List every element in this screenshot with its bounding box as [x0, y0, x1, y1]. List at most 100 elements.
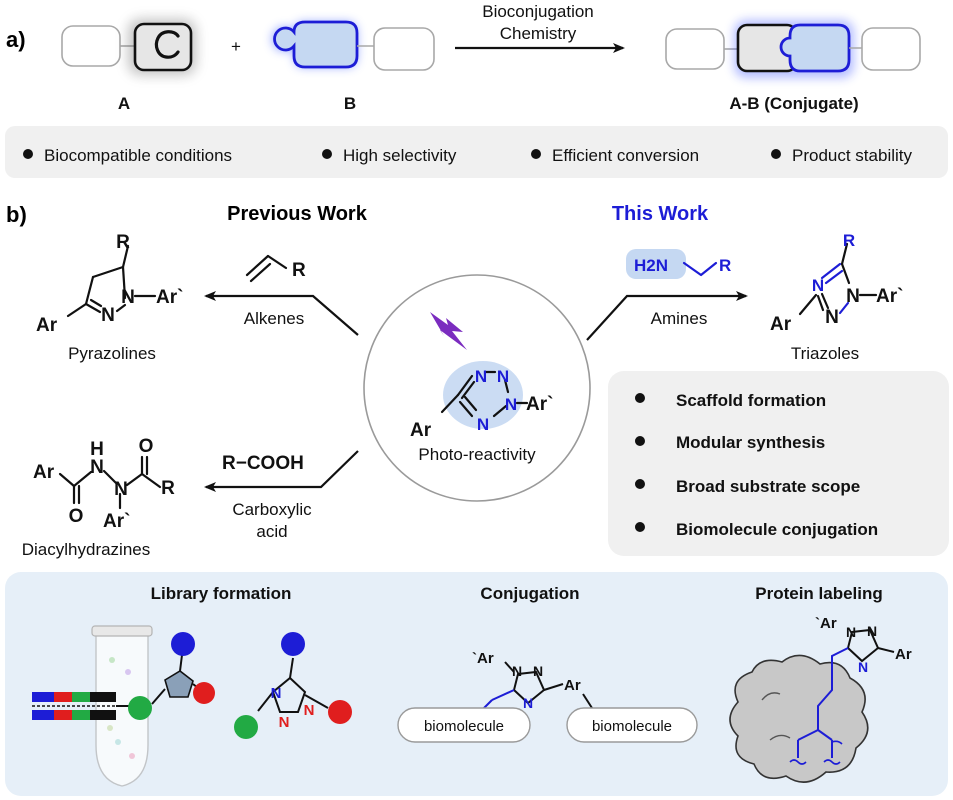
atom-n: N — [121, 287, 135, 308]
atom-r: R — [843, 231, 855, 250]
atom-ar: Ar — [33, 462, 55, 483]
pyrazolines-label: Pyrazolines — [68, 344, 156, 363]
biomolecule-pill-right — [566, 707, 698, 743]
diacylhydrazine-structure: Ar N H N O O R Ar` — [33, 436, 175, 532]
atom-r: R — [292, 260, 306, 281]
atom-n: N — [867, 623, 877, 639]
conjugation-heading: Conjugation — [480, 584, 579, 603]
atom-ar-prime: Ar` — [103, 511, 130, 532]
atom-ar: Ar — [564, 677, 581, 694]
atom-n: N — [825, 307, 839, 328]
previous-work-heading: Previous Work — [227, 203, 368, 225]
alkenes-arrow — [204, 291, 359, 336]
bullet-icon — [531, 149, 541, 159]
biomolecule-left-label: biomolecule — [424, 718, 504, 735]
atom-r: R — [161, 478, 175, 499]
bullet-icon — [635, 393, 645, 403]
amines-label: Amines — [651, 309, 708, 328]
atom-ar-prime: Ar` — [526, 394, 553, 415]
atom-h: H — [90, 439, 104, 460]
bullet-icon — [322, 149, 332, 159]
atom-n: N — [114, 479, 128, 500]
atom-ar: Ar — [36, 315, 58, 336]
triazole-structure: R N N N Ar` Ar — [770, 231, 903, 335]
atom-o: O — [69, 506, 84, 527]
carboxylic-arrow — [204, 450, 359, 492]
diacylhydrazines-label: Diacylhydrazines — [22, 540, 151, 559]
amines-arrow — [586, 291, 748, 341]
atom-o: O — [139, 436, 154, 457]
conjugate-ab-icon — [665, 20, 921, 78]
atom-r: R — [116, 232, 130, 253]
pyrazoline-structure: R N N Ar` Ar — [36, 232, 183, 336]
library-formation-heading: Library formation — [151, 584, 292, 603]
atom-n: N — [505, 395, 517, 414]
triazoles-label: Triazoles — [791, 344, 859, 363]
amine-h2n: H2N — [634, 256, 668, 275]
amine-reagent-structure: H2N R — [626, 249, 731, 279]
features-list: Biocompatible conditions High selectivit… — [23, 146, 912, 165]
atom-prime-ar: `Ar — [472, 650, 494, 667]
atom-n: N — [90, 457, 104, 478]
carboxylic-label-line2: acid — [256, 522, 287, 541]
feature-item: Biocompatible conditions — [44, 146, 232, 165]
alkene-structure: R — [245, 254, 306, 283]
atom-r: R — [719, 256, 731, 275]
atom-ar: Ar — [770, 314, 792, 335]
advantage-item: Broad substrate scope — [676, 477, 860, 496]
atom-n: N — [101, 305, 115, 326]
tetrazole-structure: N N N N Ar` Ar — [410, 361, 553, 441]
atom-prime-ar: `Ar — [815, 615, 837, 632]
molecule-b-icon — [272, 20, 435, 71]
feature-item: High selectivity — [343, 146, 457, 165]
biomolecule-right-label: biomolecule — [592, 718, 672, 735]
carboxylic-reagent: R−COOH — [222, 453, 304, 474]
atom-ar: Ar — [895, 646, 912, 663]
bullet-icon — [23, 149, 33, 159]
advantages-list: Scaffold formation Modular synthesis Bro… — [635, 391, 878, 539]
advantage-item: Modular synthesis — [676, 433, 825, 452]
protein-blob-icon — [729, 654, 869, 783]
alkenes-label: Alkenes — [244, 309, 304, 328]
plus-sign: + — [231, 37, 241, 56]
atom-ar-prime: Ar` — [156, 287, 183, 308]
arrow-label-line1: Bioconjugation — [482, 2, 594, 21]
bullet-icon — [635, 522, 645, 532]
carboxylic-label-line1: Carboxylic — [232, 500, 312, 519]
atom-n: N — [858, 659, 868, 675]
atom-n: N — [271, 685, 282, 702]
atom-n: N — [512, 663, 522, 679]
atom-n: N — [497, 367, 509, 386]
bullet-icon — [635, 436, 645, 446]
conjugation-structure: `Ar N N N Ar biomolecule biomolecule — [397, 650, 698, 743]
protein-label-structure: `Ar N N N Ar — [789, 615, 912, 765]
atom-n: N — [279, 714, 290, 731]
advantages-box — [608, 371, 949, 556]
atom-ar: Ar — [410, 420, 432, 441]
advantage-item: Biomolecule conjugation — [676, 520, 878, 539]
atom-n: N — [812, 276, 824, 295]
this-work-heading: This Work — [612, 203, 709, 225]
atom-n: N — [846, 624, 856, 640]
atom-n: N — [477, 415, 489, 434]
feature-item: Efficient conversion — [552, 146, 699, 165]
dna-barcode-icon — [32, 632, 215, 720]
colored-triazole-icon: N N N — [234, 632, 352, 739]
panel-a-label: a) — [6, 27, 26, 52]
feature-item: Product stability — [792, 146, 912, 165]
atom-n: N — [533, 663, 543, 679]
atom-n: N — [846, 286, 860, 307]
biomolecule-pill-left — [397, 707, 531, 743]
applications-panel — [5, 572, 948, 796]
label-ab-conjugate: A-B (Conjugate) — [729, 94, 858, 113]
test-tube-icon — [91, 625, 153, 787]
label-a: A — [118, 94, 130, 113]
protein-labeling-heading: Protein labeling — [755, 584, 883, 603]
bullet-icon — [771, 149, 781, 159]
atom-ar-prime: Ar` — [876, 286, 903, 307]
lightning-icon — [430, 312, 467, 350]
photo-reactivity-label: Photo-reactivity — [418, 445, 536, 464]
advantage-item: Scaffold formation — [676, 391, 826, 410]
features-banner — [5, 126, 948, 178]
